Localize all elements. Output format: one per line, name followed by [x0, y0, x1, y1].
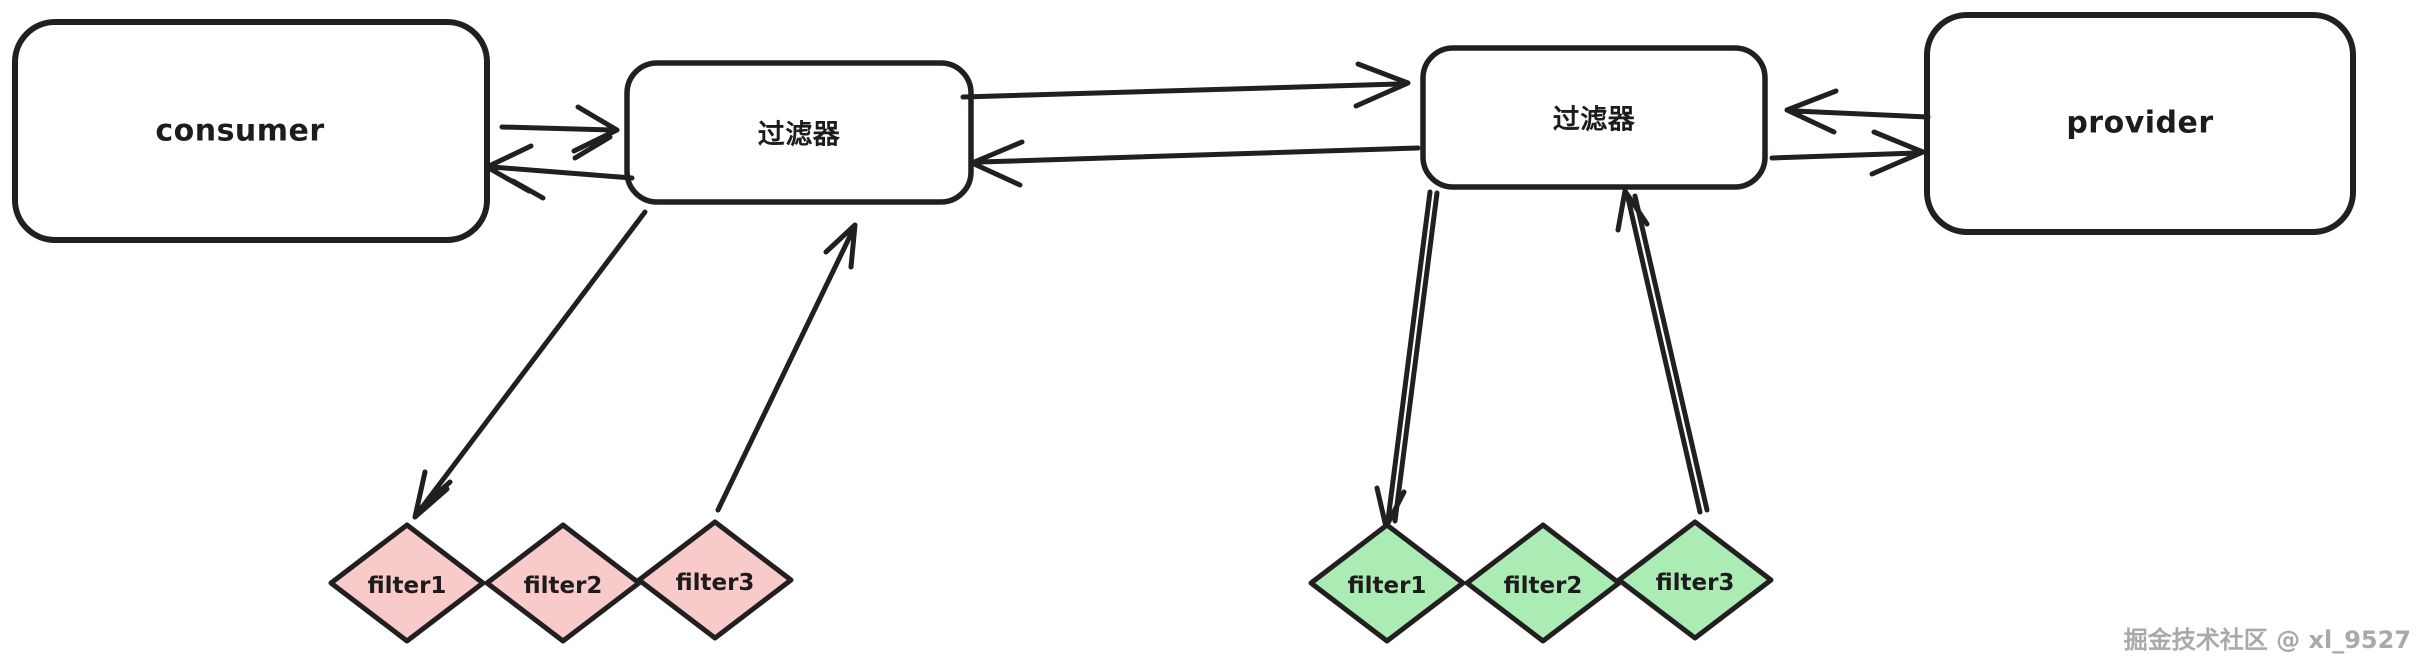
pink-filter3-diamond [636, 519, 794, 641]
green-filter1-diamond [1308, 522, 1466, 644]
arrow-filter-to-consumer [484, 143, 635, 201]
arrow-filterleft-to-filterright [960, 61, 1411, 109]
arrow-filterleft-to-pink-filter1 [412, 209, 648, 520]
arrow-green-filter3-to-filterright [1615, 188, 1710, 515]
arrow-filter-to-provider [1769, 129, 1926, 177]
pink-filter1-diamond [328, 522, 486, 644]
arrow-provider-to-filter [1784, 88, 1931, 135]
green-filter1-label: filter1 [1347, 573, 1427, 599]
green-filter2-label: filter2 [1503, 573, 1583, 599]
arrow-filterright-to-filterleft [969, 139, 1421, 188]
filter-box-right [1420, 45, 1768, 190]
provider-node-label: provider [2066, 105, 2214, 141]
arrow-pink-filter3-to-filterleft [715, 222, 858, 513]
watermark-text: 掘金技术社区 @ xl_9527 [2123, 626, 2411, 654]
filter-box-left-label: 过滤器 [757, 119, 841, 151]
arrow-consumer-to-filter [499, 104, 620, 161]
pink-filter1-label: filter1 [367, 573, 447, 599]
filter-box-right-label: 过滤器 [1552, 104, 1636, 136]
filter-box-left [624, 60, 974, 205]
green-filter3-diamond [1616, 519, 1774, 641]
pink-filter2-label: filter2 [523, 573, 603, 599]
consumer-node-label: consumer [155, 113, 325, 149]
consumer-node-box [12, 19, 490, 243]
provider-node-box [1924, 12, 2356, 235]
pink-filter3-label: filter3 [675, 570, 755, 596]
green-filter2-diamond [1464, 522, 1622, 644]
arrow-filterright-to-green-filter1 [1374, 189, 1440, 530]
pink-filter2-diamond [484, 522, 642, 644]
green-filter3-label: filter3 [1655, 570, 1735, 596]
